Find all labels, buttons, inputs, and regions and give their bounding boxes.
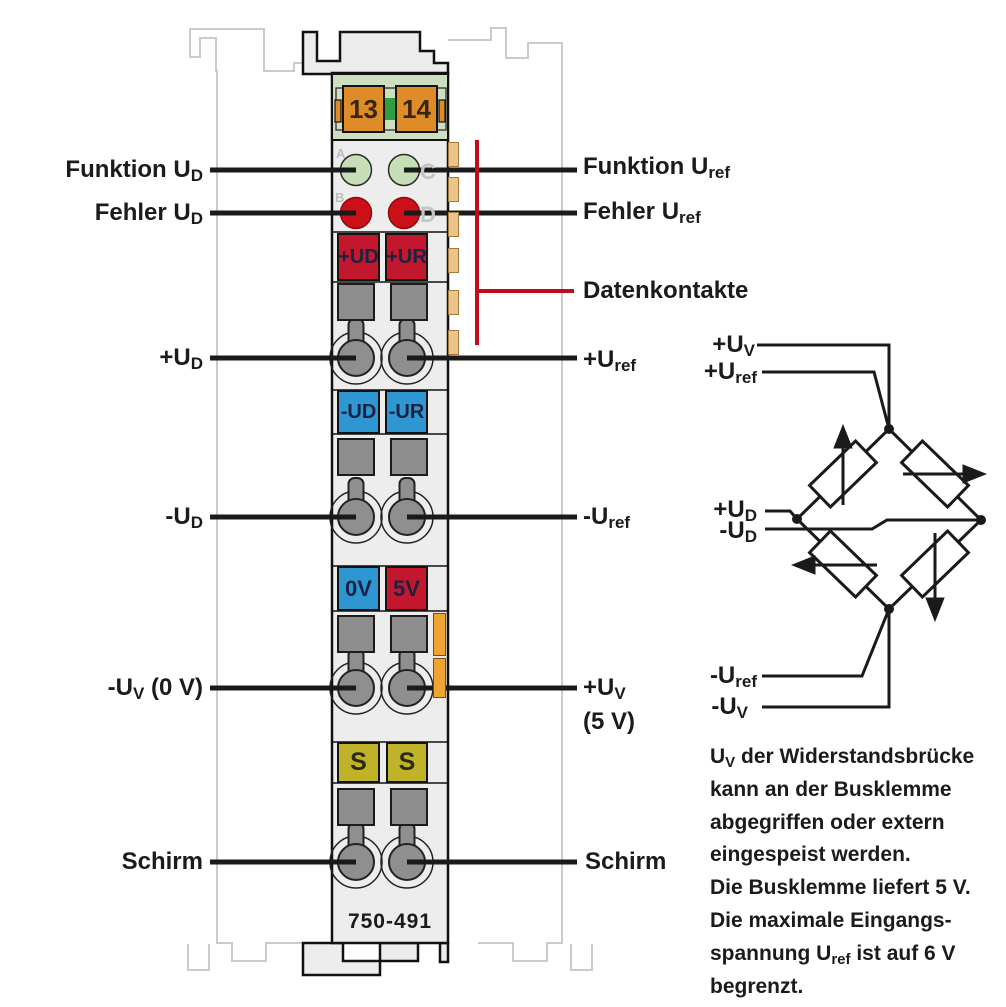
chip-5v: 5V: [385, 566, 428, 611]
label-minus-ud: -UD: [165, 503, 203, 532]
wire-minus-uref: [762, 608, 891, 678]
power-jumper-green-contact: [384, 98, 396, 120]
bottom-rail-tab: [378, 941, 420, 963]
led-letter-b: B: [335, 190, 345, 205]
label-schirm-right: Schirm: [585, 848, 667, 875]
label-5v: (5 V): [583, 708, 636, 735]
rail-outline-right: [448, 27, 563, 962]
bridge-wires: [757, 343, 984, 709]
pushbutton: [337, 788, 375, 826]
label-plus-ud: +UD: [159, 344, 203, 373]
power-terminal-nubs: [334, 99, 446, 123]
chip-s-right: S: [386, 742, 428, 783]
note-line: begrenzt.: [710, 974, 804, 998]
bridge-label-plus-ud: +UD: [713, 496, 757, 526]
leader-lines: [210, 167, 577, 865]
part-number: 750-491: [347, 910, 433, 933]
data-contact: [448, 177, 459, 202]
rail-hook-bottom-left: [187, 944, 210, 971]
arrow-left-icon: [790, 555, 816, 575]
pushbutton: [390, 283, 428, 321]
arrow-right-icon: [962, 464, 988, 484]
bridge-nodes: [792, 424, 986, 614]
note-line: Die maximale Eingangs-: [710, 908, 952, 932]
note-line: spannung Uref ist auf 6 V: [710, 941, 956, 968]
wire-plus-uv: [757, 343, 891, 429]
arrow-up-icon: [833, 423, 853, 449]
power-contact-14: 14: [395, 85, 438, 133]
bottom-rail-foot: [301, 941, 382, 977]
note-line: Die Busklemme liefert 5 V.: [710, 876, 971, 900]
pushbutton: [390, 788, 428, 826]
label-funktion-ud: Funktion UD: [65, 156, 203, 185]
bridge-label-plus-uref: +Uref: [703, 358, 757, 388]
label-schirm-left: Schirm: [121, 848, 203, 875]
wire-plus-uref: [762, 370, 891, 430]
bridge-schematic: [757, 343, 988, 709]
label-fehler-uref: Fehler Uref: [583, 198, 701, 227]
label-minus-uref: -Uref: [583, 503, 631, 532]
bottom-rail-stub: [438, 941, 450, 964]
top-rail-clip: [301, 30, 450, 76]
bridge-label-minus-uref: -Uref: [709, 662, 757, 692]
side-latch-segment: [433, 613, 446, 656]
bridge-label-minus-uv: -UV: [711, 693, 748, 723]
nub: [334, 99, 342, 123]
power-contact-13-label: 13: [349, 93, 378, 124]
label-fehler-ud: Fehler UD: [94, 199, 203, 228]
din-rail-outline: [187, 27, 593, 971]
pushbutton: [337, 438, 375, 476]
pushbutton: [337, 615, 375, 653]
label-plus-uref: +Uref: [583, 346, 637, 375]
label-minus-uv-0v: -UV (0 V): [107, 674, 203, 703]
data-contact: [448, 330, 459, 355]
note-text: UV der Widerstandsbrücke kann an der Bus…: [710, 744, 974, 1006]
rail-hook-bottom-right: [570, 944, 593, 971]
note-line: UV der Widerstandsbrücke: [710, 745, 975, 771]
note-line: abgegriffen oder extern: [710, 810, 945, 834]
power-contact-14-label: 14: [402, 93, 431, 124]
bridge-label-plus-uv: +UV: [712, 331, 755, 361]
wire-minus-ud: [765, 518, 981, 531]
note-line: kann an der Busklemme: [710, 777, 952, 801]
side-latch-segment: [433, 658, 446, 698]
chip-minus-ur: -UR: [385, 390, 428, 434]
wire-minus-uv: [762, 609, 891, 709]
led-letter-a: A: [336, 146, 346, 161]
data-contact: [448, 212, 459, 237]
arrow-down-icon: [925, 597, 945, 623]
bridge-label-minus-ud: -UD: [719, 517, 757, 547]
nub: [438, 99, 446, 123]
pushbutton: [390, 438, 428, 476]
label-plus-uv: +UV: [583, 674, 626, 703]
chip-s-left: S: [337, 742, 380, 783]
chip-plus-ud: +UD: [337, 233, 380, 281]
led-letter-d: D: [420, 202, 436, 227]
led-letter-c: C: [420, 159, 436, 184]
note-line: eingespeist werden.: [710, 843, 911, 867]
data-contact: [448, 290, 459, 315]
data-contact: [448, 142, 459, 167]
label-datenkontakte: Datenkontakte: [583, 277, 749, 304]
variable-arrows: [790, 423, 988, 623]
pushbutton: [337, 283, 375, 321]
rail-outline-left: [189, 28, 332, 962]
datenkontakte-bracket: [475, 140, 574, 345]
power-contact-13: 13: [342, 85, 385, 133]
chip-plus-ur: +UR: [385, 233, 428, 281]
data-contact: [448, 248, 459, 273]
pushbutton: [390, 615, 428, 653]
chip-minus-ud: -UD: [337, 390, 380, 434]
label-funktion-uref: Funktion Uref: [583, 153, 731, 182]
chip-0v: 0V: [337, 566, 380, 611]
